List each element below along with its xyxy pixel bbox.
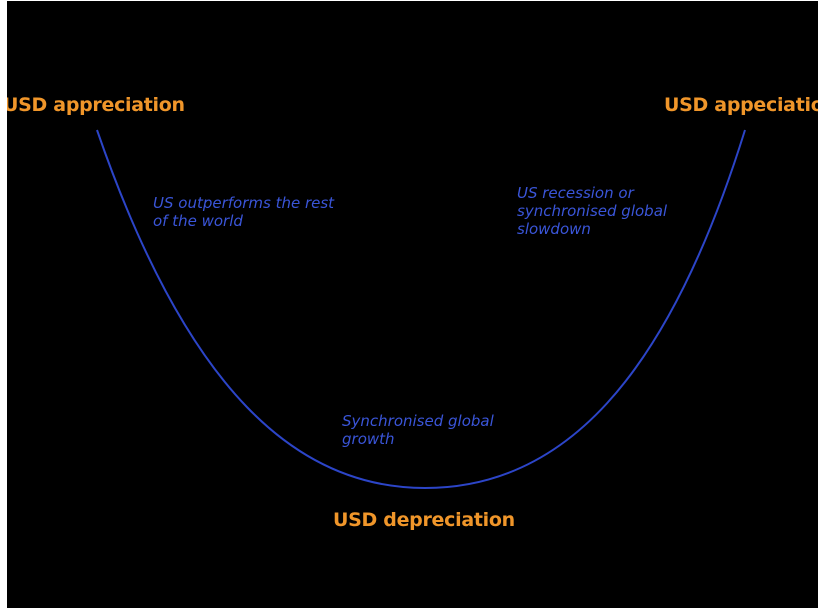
label-usd-appreciation-left: USD appreciation	[7, 94, 185, 116]
annotation-synchronised-growth: Synchronised global growth	[342, 412, 494, 448]
dollar-smile-curve	[96, 129, 746, 490]
diagram-canvas: USD appreciation USD appeciation USD dep…	[7, 1, 818, 608]
annotation-us-recession: US recession or synchronised global slow…	[517, 184, 668, 238]
label-usd-appreciation-right: USD appeciation	[664, 94, 818, 116]
smile-curve-svg	[96, 129, 746, 490]
annotation-us-outperforms: US outperforms the rest of the world	[153, 194, 335, 230]
label-usd-depreciation: USD depreciation	[333, 509, 515, 531]
